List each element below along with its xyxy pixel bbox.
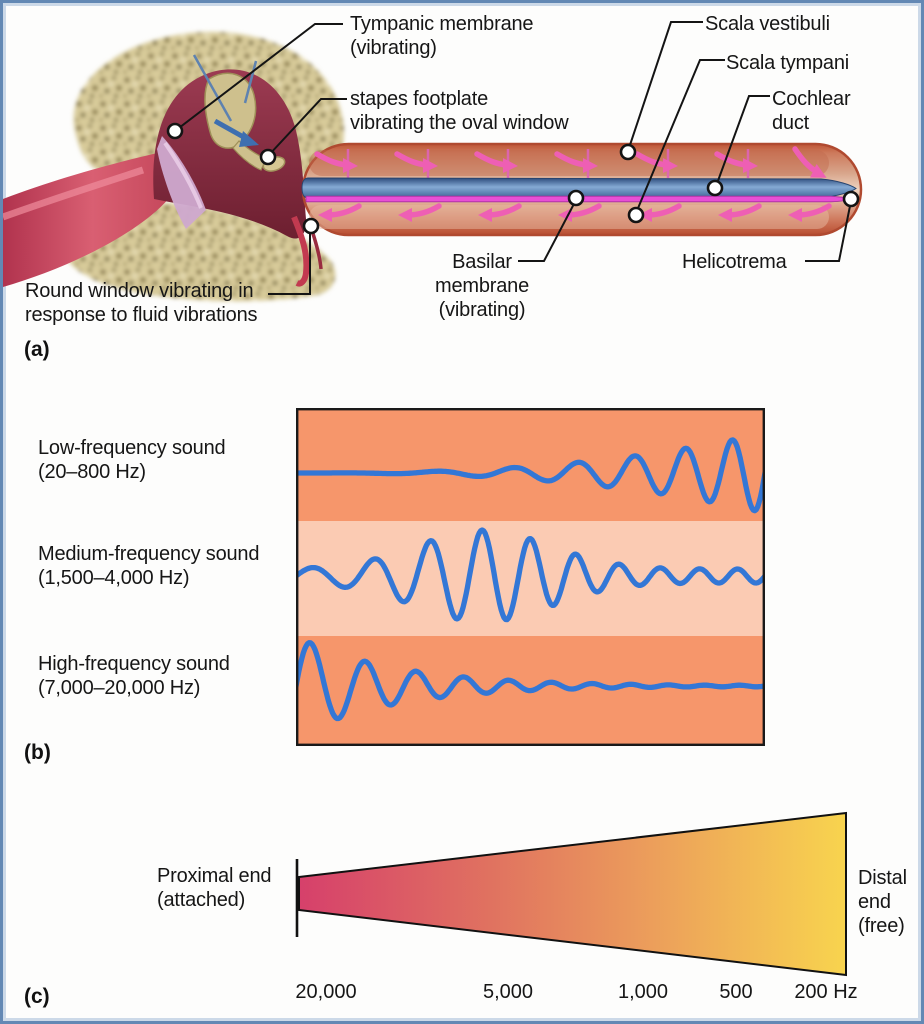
medium-frequency-text: Medium-frequency sound: [38, 543, 260, 565]
axis-tick-1000: 1,000: [617, 981, 669, 1003]
label-medium-frequency: Medium-frequency sound(1,500–4,000 Hz): [38, 542, 259, 590]
axis-tick-500: 500: [719, 981, 753, 1003]
waveform-low: [296, 437, 765, 514]
cochlea-tube: [301, 142, 863, 237]
waveform-high: [296, 640, 765, 722]
wave-panel-border: [296, 408, 765, 746]
frequency-wave-panel: [296, 408, 765, 746]
label-helicotrema: Helicotrema: [682, 251, 787, 273]
label-scala-tympani: Scala tympani: [726, 52, 850, 74]
panel-c-tag: (c): [24, 985, 50, 1008]
label-tympanic-membrane: Tympanic membrane (vibrating): [350, 13, 534, 59]
label-basilar-membrane: Basilar membrane (vibrating): [435, 251, 529, 321]
label-proximal-end: Proximal end (attached): [157, 865, 272, 911]
band-low: [296, 408, 765, 521]
high-frequency-text: High-frequency sound: [38, 653, 230, 675]
label-low-frequency: Low-frequency sound(20–800 Hz): [38, 436, 226, 484]
low-frequency-range: (20–800 Hz): [38, 461, 146, 483]
label-distal-end: Distal end (free): [858, 867, 907, 937]
low-frequency-text: Low-frequency sound: [38, 437, 226, 459]
axis-tick-5000: 5,000: [482, 981, 534, 1003]
basilar-membrane-wedge-panel: [295, 811, 847, 977]
axis-tick-200hz: 200 Hz: [794, 981, 858, 1003]
basilar-membrane-wedge: [298, 811, 847, 977]
label-high-frequency: High-frequency sound(7,000–20,000 Hz): [38, 652, 230, 700]
label-cochlear-duct: Cochlear duct: [772, 88, 851, 134]
tympanic-membrane-shape: [157, 136, 206, 229]
label-round-window: Round window vibrating in response to fl…: [25, 280, 258, 326]
ear-canal: [3, 153, 183, 287]
label-stapes-footplate: stapes footplate vibrating the oval wind…: [350, 88, 569, 134]
panel-b-tag: (b): [24, 741, 51, 764]
waveform-medium: [296, 527, 765, 623]
high-frequency-range: (7,000–20,000 Hz): [38, 677, 201, 699]
callout-dots: [166, 122, 860, 235]
medium-frequency-range: (1,500–4,000 Hz): [38, 567, 190, 589]
panel-a-tag: (a): [24, 338, 50, 361]
label-scala-vestibuli: Scala vestibuli: [705, 13, 830, 35]
callout-lines: [174, 21, 852, 295]
cochlea-illustration: [3, 21, 863, 302]
axis-tick-20000: 20,000: [295, 981, 357, 1003]
